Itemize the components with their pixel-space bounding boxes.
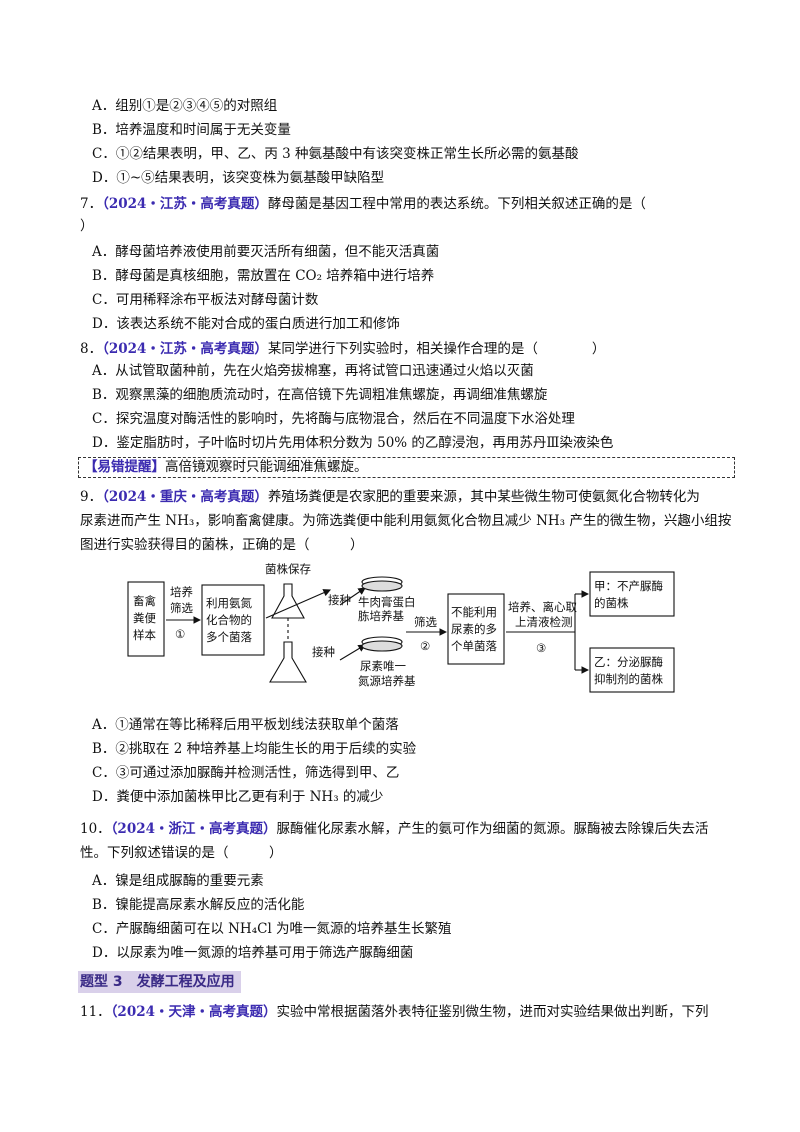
q10-option-c: C．产脲酶细菌可在以 NH₄Cl 为唯一氮源的培养基生长繁殖: [92, 921, 452, 937]
q8-number: 8．: [80, 341, 103, 357]
arrow1-label2: 筛选: [170, 601, 193, 615]
q7-number: 7．: [80, 196, 103, 212]
q7-option-a: A．酵母菌培养液使用前要灭活所有细菌，但不能灭活真菌: [92, 244, 440, 260]
q10-option-d: D．以尿素为唯一氮源的培养基可用于筛选产脲酶细菌: [92, 945, 414, 961]
section-heading: 题型 3 发酵工程及应用: [78, 971, 241, 993]
box-strain-b: [589, 647, 675, 693]
preserve-label: 菌株保存: [265, 562, 311, 576]
q8-option-c: C．探究温度对酶活性的影响时，先将酶与底物混合，然后在不同温度下水浴处理: [92, 411, 575, 427]
box1-line3: 样本: [133, 628, 156, 642]
box4-line2: 的菌株: [594, 596, 629, 610]
box-colonies: [201, 584, 265, 656]
plate1-line2: 胨培养基: [358, 609, 404, 623]
q11-source: （2024・天津・高考真题）: [110, 1004, 277, 1020]
plate2-line2: 氮源培养基: [358, 674, 416, 688]
q8-option-a: A．从试管取菌种前，先在火焰旁拔棉塞，再将试管口迅速通过火焰以灭菌: [92, 363, 534, 379]
q8-stem-text: 某同学进行下列实验时，相关操作合理的是（ ）: [267, 341, 606, 357]
q9-stem-line2: 尿素进而产生 NH₃，影响畜禽健康。为筛选粪便中能利用氨氮化合物且减少 NH₃ …: [80, 513, 732, 529]
arrow3-label2: 上清液检测: [515, 615, 573, 629]
box-strain-a: [589, 571, 675, 617]
q6-option-d: D．①~⑤结果表明，该突变株为氨基酸甲缺陷型: [92, 170, 385, 186]
flask-icon: [271, 583, 305, 619]
q7-source: （2024・江苏・高考真题）: [102, 196, 268, 212]
q9-experiment-diagram: 畜禽 粪便 样本 培养 筛选 ① 利用氨氮 化合物的 多个菌落 菌株保存 接种 …: [127, 562, 675, 693]
flask-icon: [269, 641, 307, 683]
q8-option-d: D．鉴定脂肪时，子叶临时切片先用体积分数为 50% 的乙醇浸泡，再用苏丹Ⅲ染液染…: [92, 435, 614, 451]
q10-stem-text: 脲酶催化尿素水解，产生的氨可作为细菌的氮源。脲酶被去除镍后失去活: [276, 821, 709, 837]
q6-option-c: C．①②结果表明，甲、乙、丙 3 种氨基酸中有该突变株正常生长所必需的氨基酸: [92, 146, 579, 162]
arrow1-step: ①: [175, 627, 185, 641]
q11-stem-text: 实验中常根据菌落外表特征鉴别微生物，进而对实验结果做出判断，下列: [276, 1004, 709, 1020]
box5-line2: 抑制剂的菌株: [594, 672, 663, 686]
q7-option-b: B．酵母菌是真核细胞，需放置在 CO₂ 培养箱中进行培养: [92, 268, 435, 284]
q7-option-c: C．可用稀释涂布平板法对酵母菌计数: [92, 292, 319, 308]
error-tip-label: 【易错提醒】: [84, 459, 165, 475]
box1-line1: 畜禽: [133, 594, 156, 608]
q9-stem-line3: 图进行实验获得目的菌株，正确的是（ ）: [80, 537, 364, 553]
box3-line2: 尿素的多: [451, 622, 497, 636]
box3-line1: 不能利用: [451, 605, 497, 619]
box2-line1: 利用氨氮: [206, 596, 252, 610]
box2-line3: 多个菌落: [206, 630, 252, 644]
box-sample: [127, 581, 165, 657]
q7-option-d: D．该表达系统不能对合成的蛋白质进行加工和修饰: [92, 316, 400, 332]
q9-option-d: D．粪便中添加菌株甲比乙更有利于 NH₃ 的减少: [92, 789, 384, 805]
inoculate-top: 接种: [328, 593, 351, 607]
q11-number: 11．: [80, 1004, 111, 1020]
q6-option-b: B．培养温度和时间属于无关变量: [92, 122, 291, 138]
q10-stem: 10．（2024・浙江・高考真题）脲酶催化尿素水解，产生的氨可作为细菌的氮源。脲…: [80, 820, 709, 838]
q9-option-c: C．③可通过添加脲酶并检测活性，筛选得到甲、乙: [92, 765, 400, 781]
box3-line3: 个单菌落: [451, 639, 497, 653]
q8-stem: 8．（2024・江苏・高考真题）某同学进行下列实验时，相关操作合理的是（ ）: [80, 340, 605, 358]
arrow1-label1: 培养: [170, 585, 193, 599]
q10-option-b: B．镍能提高尿素水解反应的活化能: [92, 897, 305, 913]
error-tip: 【易错提醒】高倍镜观察时只能调细准焦螺旋。: [84, 458, 368, 476]
q10-option-a: A．镍是组成脲酶的重要元素: [92, 873, 264, 889]
q10-stem-line2: 性。下列叙述错误的是（ ）: [80, 845, 283, 861]
q8-source: （2024・江苏・高考真题）: [102, 341, 268, 357]
q7-stem-line2: ）: [80, 218, 94, 234]
q9-option-b: B．②挑取在 2 种培养基上均能生长的用于后续的实验: [92, 741, 417, 757]
q7-stem-text: 酵母菌是基因工程中常用的表达系统。下列相关叙述正确的是（: [267, 196, 646, 212]
box4-line1: 甲：不产脲酶: [594, 579, 663, 593]
box2-line2: 化合物的: [206, 613, 252, 627]
arrow2-label: 筛选: [414, 615, 437, 629]
error-tip-box: [78, 457, 735, 478]
arrow3-step: ③: [536, 641, 546, 655]
arrow3-label1: 培养、离心取: [508, 600, 577, 614]
q9-source: （2024・重庆・高考真题）: [102, 489, 268, 505]
plate1-line1: 牛肉膏蛋白: [358, 595, 416, 609]
q10-source: （2024・浙江・高考真题）: [110, 821, 277, 837]
q11-stem: 11．（2024・天津・高考真题）实验中常根据菌落外表特征鉴别微生物，进而对实验…: [80, 1003, 709, 1021]
q9-option-a: A．①通常在等比稀释后用平板划线法获取单个菌落: [92, 717, 399, 733]
box5-line1: 乙：分泌脲酶: [594, 655, 663, 669]
plate2-line1: 尿素唯一: [360, 659, 406, 673]
arrow2-step: ②: [420, 639, 430, 653]
q9-stem-text: 养殖场粪便是农家肥的重要来源，其中某些微生物可使氨氮化合物转化为: [267, 489, 700, 505]
q6-option-a: A．组别①是②③④⑤的对照组: [92, 98, 278, 114]
q7-stem: 7．（2024・江苏・高考真题）酵母菌是基因工程中常用的表达系统。下列相关叙述正…: [80, 195, 646, 213]
error-tip-text: 高倍镜观察时只能调细准焦螺旋。: [165, 459, 368, 475]
q9-stem: 9．（2024・重庆・高考真题）养殖场粪便是农家肥的重要来源，其中某些微生物可使…: [80, 488, 700, 506]
box-single-colonies: [447, 593, 505, 665]
box1-line2: 粪便: [133, 611, 156, 625]
inoculate-bottom: 接种: [312, 645, 335, 659]
q9-number: 9．: [80, 489, 103, 505]
q8-option-b: B．观察黑藻的细胞质流动时，在高倍镜下先调粗准焦螺旋，再调细准焦螺旋: [92, 387, 548, 403]
q10-number: 10．: [80, 821, 111, 837]
